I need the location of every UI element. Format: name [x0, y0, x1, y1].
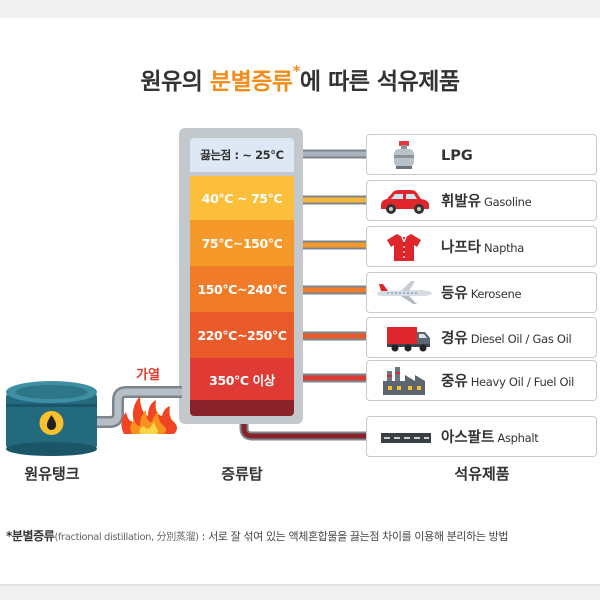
- pipe-fill: [241, 416, 368, 439]
- band-naptha: 75°C~150°C: [190, 220, 294, 266]
- product-name-ko: 나프타: [441, 240, 482, 256]
- tower-label: 증류탑: [221, 465, 263, 483]
- footnote-term: *분별증류: [6, 529, 55, 543]
- page-title: 원유의 분별증류*에 따른 석유제품: [0, 62, 600, 96]
- band-heavy-oil: 350°C 이상: [190, 358, 294, 400]
- footnote: *분별증류(fractional distillation, 分別蒸溜) : 서…: [6, 527, 600, 544]
- product-name-en: Naptha: [484, 241, 525, 255]
- heat-label: 가열: [136, 368, 160, 383]
- products-label: 석유제품: [454, 465, 510, 483]
- band-diesel: 220°C~250°C: [190, 312, 294, 358]
- oil-tank-icon: [6, 381, 97, 456]
- truck-icon: [387, 327, 430, 352]
- product-name-en: Kerosene: [470, 287, 522, 301]
- product-name-en: Gasoline: [484, 195, 532, 209]
- product-lpg: LPG: [366, 134, 597, 175]
- title-highlight: 분별증류: [209, 69, 293, 95]
- road-icon: [381, 433, 431, 443]
- tank-assembly: [6, 381, 182, 456]
- band-kerosene: 150°C~240°C: [190, 266, 294, 312]
- product-name-ko: 경유: [441, 331, 468, 347]
- flame-icon: [121, 396, 177, 434]
- product-name-ko: 중유: [441, 374, 468, 390]
- shirt-icon: [387, 234, 421, 261]
- product-name-ko: 휘발유: [441, 194, 482, 210]
- band-gasoline: 40°C ~ 75°C: [190, 176, 294, 220]
- footnote-separator: :: [198, 530, 209, 543]
- tank-label: 원유탱크: [24, 465, 80, 483]
- product-name-en: Diesel Oil / Gas Oil: [470, 332, 572, 346]
- factory-icon: [383, 367, 425, 395]
- footnote-paren: (fractional distillation, 分別蒸溜): [54, 532, 199, 543]
- band-lpg: 끓는점 : ~ 25°C: [190, 138, 294, 172]
- product-name-ko: 등유: [441, 286, 468, 302]
- title-prefix: 원유의: [140, 69, 210, 95]
- band-residue: [190, 400, 294, 416]
- airplane-icon: [377, 281, 432, 304]
- product-name-en: Asphalt: [497, 431, 539, 445]
- product-name-ko: 아스팔트: [441, 430, 495, 446]
- gas-cylinder-icon: [394, 141, 414, 169]
- footnote-text: 서로 잘 섞여 있는 액체혼합물을 끓는점 차이를 이용해 분리하는 방법: [208, 530, 509, 543]
- product-name-en: Heavy Oil / Fuel Oil: [470, 375, 575, 389]
- car-icon: [381, 190, 429, 214]
- title-asterisk: *: [292, 62, 301, 81]
- title-suffix: 에 따른 석유제품: [299, 69, 460, 95]
- product-name-ko: LPG: [441, 148, 473, 164]
